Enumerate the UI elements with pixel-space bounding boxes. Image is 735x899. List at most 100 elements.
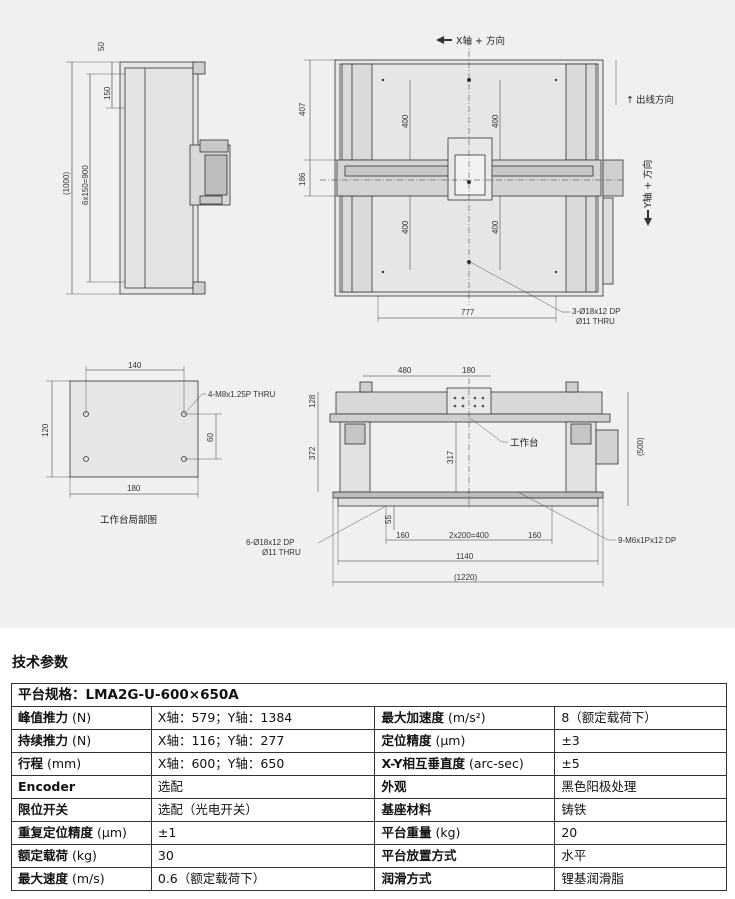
dim-top-777: 777 (461, 308, 475, 317)
spec-key: 基座材料 (381, 802, 432, 817)
top-hole-spec-2: Ø11 THRU (576, 317, 615, 326)
spec-model: LMA2G-U-600×650A (85, 687, 239, 703)
front-left-holes-2: Ø11 THRU (262, 548, 301, 557)
spec-key: 限位开关 (18, 802, 69, 817)
dim-front-180: 180 (462, 366, 476, 375)
spec-unit: (μm) (431, 733, 466, 748)
spec-key: 持续推力 (18, 733, 69, 748)
spec-value-cell: ±5 (554, 752, 727, 776)
x-axis-direction-label: X轴 + 方向 (456, 35, 505, 47)
spec-key-cell: 最大加速度 (m/s²) (374, 706, 556, 730)
spec-key: 平台重量 (381, 825, 432, 840)
spec-unit: (m/s²) (443, 710, 486, 725)
section-title: 技术参数 (12, 655, 68, 671)
spec-key-cell: 平台放置方式 (374, 844, 556, 868)
spec-key: 最大加速度 (381, 710, 444, 725)
spec-key-cell: 行程 (mm) (11, 752, 152, 776)
spec-value: ±3 (561, 733, 580, 748)
dim-front-128: 128 (308, 394, 317, 408)
spec-key-cell: 峰值推力 (N) (11, 706, 152, 730)
spec-key: 外观 (381, 779, 407, 794)
spec-value-cell: 0.6（额定载荷下） (150, 867, 376, 891)
front-view-holes (453, 396, 485, 408)
spec-key-cell: 基座材料 (374, 798, 556, 822)
dim-front-372: 372 (308, 446, 317, 460)
spec-value-cell: ±3 (554, 729, 727, 753)
spec-value: X轴：116；Y轴：277 (157, 733, 285, 748)
dim-top-400-br: 400 (491, 220, 500, 234)
spec-key-cell: 限位开关 (11, 798, 152, 822)
spec-key-cell: 最大速度 (m/s) (11, 867, 152, 891)
spec-key: 平台放置方式 (381, 848, 457, 863)
spec-value-cell: 20 (554, 821, 727, 845)
spec-value: 选配 (157, 779, 183, 794)
dim-side-50: 50 (97, 42, 106, 51)
spec-table: 平台规格：LMA2G-U-600×650A 峰值推力 (N)X轴：579；Y轴：… (11, 683, 727, 891)
dim-front-1140: 1140 (456, 552, 474, 561)
dim-detail-180: 180 (127, 484, 141, 493)
spec-key-cell: Encoder (11, 775, 152, 799)
spec-value-cell: 选配 (150, 775, 376, 799)
spec-value: ±5 (561, 756, 580, 771)
spec-key-cell: 外观 (374, 775, 556, 799)
spec-value-cell: 选配（光电开关） (150, 798, 376, 822)
spec-value-cell: X轴：579；Y轴：1384 (150, 706, 376, 730)
spec-value-cell: 水平 (554, 844, 727, 868)
spec-value: 8（额定载荷下） (561, 710, 657, 725)
spec-key: Encoder (18, 779, 76, 794)
spec-key-cell: 持续推力 (N) (11, 729, 152, 753)
spec-row: 重复定位精度 (μm)±1 平台重量 (kg) 20 (11, 821, 727, 845)
dim-side-150: 150 (103, 86, 112, 100)
worktable-label: 工作台 (510, 437, 539, 449)
cable-direction-label: 出线方向 (636, 94, 674, 106)
dim-side-6x150: 6x150=900 (81, 165, 90, 205)
y-axis-direction-label: Y轴 + 方向 (642, 160, 654, 209)
spec-value-cell: 30 (150, 844, 376, 868)
spec-unit: (kg) (431, 825, 461, 840)
dim-front-480: 480 (398, 366, 412, 375)
top-view-holes (381, 78, 558, 274)
spec-value-cell: 黑色阳极处理 (554, 775, 727, 799)
spec-value: 水平 (561, 848, 587, 863)
dim-top-407: 407 (298, 102, 307, 116)
spec-unit: (kg) (68, 848, 97, 863)
drawing-svg: 50 150 (1000) 6x150=900 (41, 35, 676, 586)
spec-row: Encoder 选配 外观 黑色阳极处理 (11, 775, 727, 799)
spec-key: 额定载荷 (18, 848, 69, 863)
top-view (304, 40, 625, 322)
spec-header-row: 平台规格：LMA2G-U-600×650A (11, 683, 727, 707)
spec-key: 最大速度 (18, 871, 69, 886)
technical-drawing: 50 150 (1000) 6x150=900 (0, 0, 735, 628)
spec-value-cell: X轴：600；Y轴：650 (150, 752, 376, 776)
spec-key-cell: 额定载荷 (kg) (11, 844, 152, 868)
spec-unit: (N) (68, 733, 92, 748)
spec-key-cell: X-Y相互垂直度 (arc-sec) (374, 752, 556, 776)
dim-front-1220: (1220) (454, 573, 477, 582)
spec-row: 持续推力 (N) X轴：116；Y轴：277 定位精度 (μm) ±3 (11, 729, 727, 753)
dim-front-160-right: 160 (528, 531, 542, 540)
dim-side-1000: (1000) (62, 172, 71, 195)
dim-top-400-tl: 400 (401, 114, 410, 128)
spec-key-cell: 定位精度 (μm) (374, 729, 556, 753)
spec-key: 重复定位精度 (18, 825, 94, 840)
dim-detail-120: 120 (41, 423, 50, 437)
spec-unit: (N) (68, 710, 92, 725)
spec-value-cell: ±1 (150, 821, 376, 845)
spec-value-cell: 铸铁 (554, 798, 727, 822)
spec-key-cell: 重复定位精度 (μm) (11, 821, 152, 845)
dim-top-400-bl: 400 (401, 220, 410, 234)
spec-value-cell: 锂基润滑脂 (554, 867, 727, 891)
dim-top-186: 186 (298, 172, 307, 186)
side-view (66, 61, 231, 295)
spec-value: 20 (561, 825, 578, 840)
worktable-detail-view (46, 366, 222, 498)
spec-value-cell: X轴：116；Y轴：277 (150, 729, 376, 753)
spec-key: 峰值推力 (18, 710, 69, 725)
worktable-detail-holes (83, 411, 187, 462)
spec-key-cell: 润滑方式 (374, 867, 556, 891)
y-axis-arrow-icon (644, 210, 652, 226)
spec-unit: (mm) (43, 756, 82, 771)
spec-value: X轴：600；Y轴：650 (157, 756, 285, 771)
